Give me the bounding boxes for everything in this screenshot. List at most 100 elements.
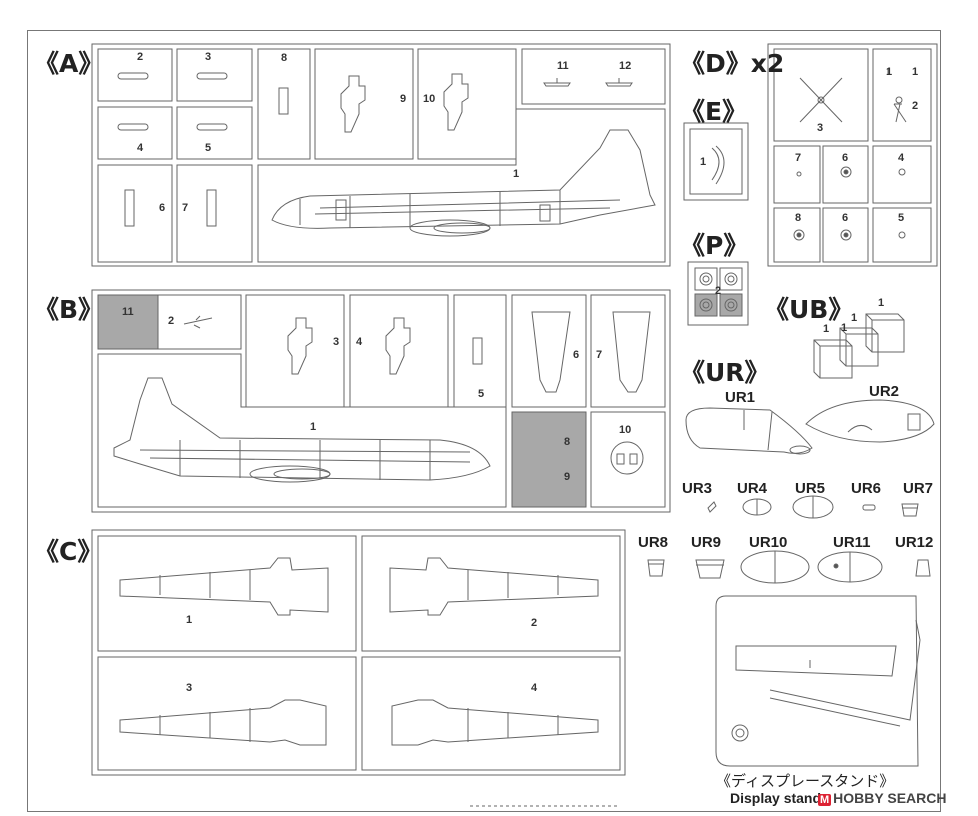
part-ur5: UR5 (795, 480, 826, 497)
d-cell-4 (872, 145, 932, 204)
part-b3: 3 (333, 336, 340, 348)
part-ub1b: 1 (851, 312, 858, 324)
sprue-d-frame (767, 43, 938, 267)
a-cell-2 (97, 48, 173, 102)
part-p2: 2 (715, 285, 722, 297)
b-cell-8-9 (511, 411, 587, 508)
part-d8: 8 (795, 212, 802, 224)
b-cell-4 (349, 294, 449, 408)
ur8 (647, 559, 665, 577)
sprue-e-frame (683, 122, 749, 201)
a-cell-1 (257, 108, 666, 263)
a-cell-5 (176, 106, 253, 160)
stand-plate (735, 645, 897, 677)
part-a5: 5 (205, 142, 212, 154)
sprue-p-frame (687, 261, 749, 326)
part-ur10: UR10 (749, 534, 788, 551)
part-b10: 10 (619, 424, 632, 436)
ur3 (707, 501, 717, 513)
sprue-c-label: 《C》 (34, 537, 103, 566)
c-cell-2 (361, 535, 621, 652)
sprue-b-frame (91, 289, 671, 513)
b-cell-3 (245, 294, 345, 408)
part-a6: 6 (159, 202, 166, 214)
part-a10: 10 (423, 93, 436, 105)
watermark-text: HOBBY SEARCH (833, 790, 947, 806)
stand-label-en: Display stand (730, 790, 822, 806)
part-b7: 7 (596, 349, 603, 361)
stand-frame (715, 595, 919, 767)
part-b5: 5 (478, 388, 485, 400)
part-ur12: UR12 (895, 534, 934, 551)
sprue-c-frame (91, 529, 626, 776)
part-c3: 3 (186, 682, 193, 694)
ur1 (685, 407, 813, 454)
part-ub1a: 1 (878, 297, 885, 309)
ur12 (915, 559, 931, 577)
part-d4: 4 (898, 152, 905, 164)
d-cell-1-2 (872, 48, 932, 142)
b-cell-10 (590, 411, 666, 508)
part-d7: 7 (795, 152, 802, 164)
part-b6: 6 (573, 349, 580, 361)
a-cell-10 (417, 48, 517, 160)
ur6 (862, 504, 876, 511)
part-d6a: 6 (842, 152, 849, 164)
d-cell-7 (773, 145, 821, 204)
part-d1b: 1 (886, 66, 893, 78)
part-c4: 4 (531, 682, 538, 694)
sprue-a-frame (91, 43, 671, 267)
part-c2: 2 (531, 617, 538, 629)
part-d1a: 1 (912, 66, 919, 78)
part-ur6: UR6 (851, 480, 882, 497)
part-b4: 4 (356, 336, 363, 348)
part-d5: 5 (898, 212, 905, 224)
part-ur7: UR7 (903, 480, 934, 497)
part-a4: 4 (137, 142, 144, 154)
d-cell-3 (773, 48, 869, 142)
ub-block-3 (865, 313, 905, 353)
part-ur1: UR1 (725, 389, 756, 406)
b-cell-1 (97, 353, 507, 508)
part-ur3: UR3 (682, 480, 713, 497)
b1-fuselage (113, 377, 491, 481)
part-a7: 7 (182, 202, 189, 214)
ur9 (695, 559, 725, 579)
parts-sheet (27, 30, 941, 812)
a-cell-11-12 (521, 48, 666, 105)
part-b8: 8 (564, 436, 571, 448)
part-c1: 1 (186, 614, 193, 626)
part-a9: 9 (400, 93, 407, 105)
part-a1: 1 (513, 168, 520, 180)
part-ur4: UR4 (737, 480, 768, 497)
part-d6b: 6 (842, 212, 849, 224)
sprue-e-label: 《E》 (680, 97, 748, 126)
sprue-p-label: 《P》 (680, 231, 749, 260)
a-cell-6 (97, 164, 173, 263)
part-ur9: UR9 (691, 534, 722, 551)
part-b2: 2 (168, 315, 175, 327)
part-b9: 9 (564, 471, 571, 483)
sprue-d-label: 《D》x2 (680, 49, 785, 78)
b-cell-6 (511, 294, 587, 408)
sprue-a-label: 《A》 (34, 49, 104, 78)
e-cell-1 (689, 128, 743, 195)
b-cell-7 (590, 294, 666, 408)
d-cell-6a (822, 145, 869, 204)
ur2 (805, 399, 935, 443)
part-a11: 11 (557, 60, 569, 72)
part-a2: 2 (137, 51, 144, 63)
part-b1: 1 (310, 421, 317, 433)
part-a12: 12 (619, 60, 632, 72)
d-cell-8 (773, 207, 821, 263)
b-cell-11-grey (97, 294, 159, 350)
a-cell-9 (314, 48, 414, 160)
a-cell-3 (176, 48, 253, 102)
part-ub1c: 1 (841, 322, 848, 334)
a-cell-4 (97, 106, 173, 160)
c-cell-4 (361, 656, 621, 771)
part-ur2: UR2 (869, 383, 900, 400)
ur7 (901, 503, 919, 517)
